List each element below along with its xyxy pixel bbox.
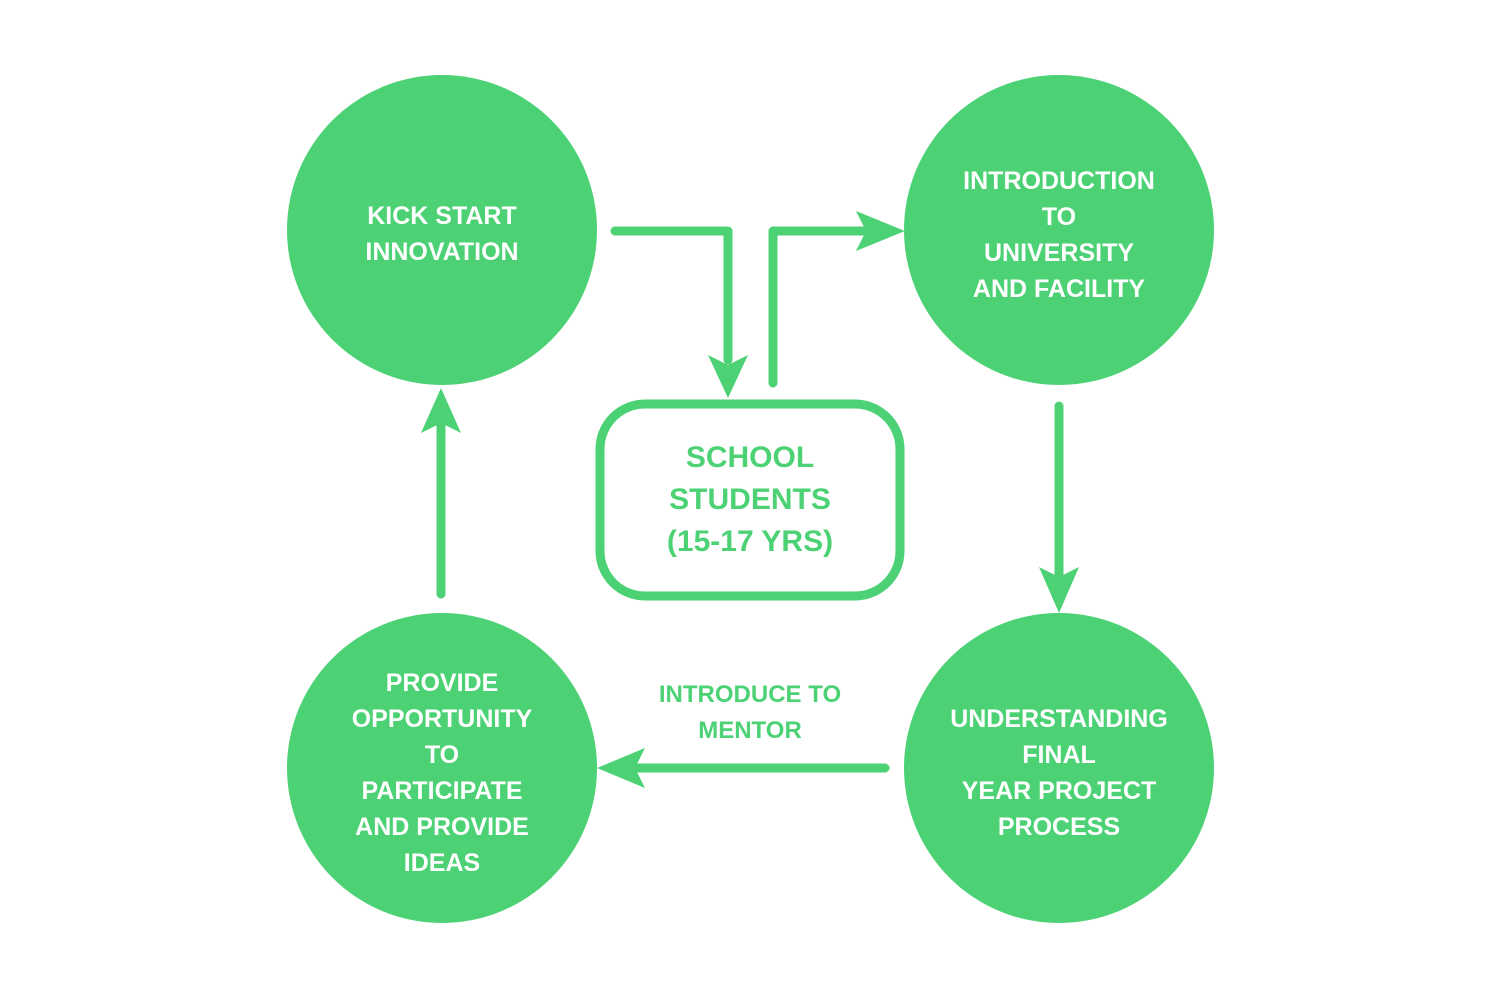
arrowhead-up-icon [421, 388, 461, 433]
node-kick-start-circle [287, 75, 597, 385]
node-kick-start-label: KICK START INNOVATION [365, 198, 518, 270]
label-line: MENTOR [698, 717, 802, 744]
node-understanding-label: UNDERSTANDING FINAL YEAR PROJECT PROCESS [950, 701, 1168, 845]
label-line: UNIVERSITY [983, 239, 1135, 267]
arrowhead-right-icon [856, 211, 905, 251]
arrowhead-left-icon [597, 748, 645, 788]
label-line: OPPORTUNITY [351, 705, 533, 733]
edge-label-mentor: INTRODUCE TO MENTOR [659, 677, 841, 749]
label-line: INTRODUCTION [963, 167, 1155, 195]
node-provide-circle [287, 613, 597, 923]
label-line: SCHOOL [685, 441, 815, 474]
label-line: TO [424, 741, 460, 769]
label-line: PARTICIPATE [361, 777, 523, 805]
label-line: INTRODUCE TO [658, 681, 842, 708]
label-line: AND PROVIDE [355, 813, 529, 841]
label-line: UNDERSTANDING [950, 705, 1168, 733]
label-line: PROCESS [997, 813, 1121, 841]
label-line: TO [1041, 203, 1077, 231]
node-introduction-label: INTRODUCTION TO UNIVERSITY AND FACILITY [963, 163, 1155, 307]
label-line: INNOVATION [365, 238, 519, 266]
node-center-label: SCHOOL STUDENTS (15-17 YRS) [667, 437, 833, 563]
node-understanding-circle [904, 613, 1214, 923]
label-line: YEAR PROJECT [961, 777, 1157, 805]
label-line: KICK START [367, 202, 517, 230]
node-provide-label: PROVIDE OPPORTUNITY TO PARTICIPATE AND P… [352, 665, 533, 881]
node-introduction-circle [904, 75, 1214, 385]
label-line: IDEAS [403, 849, 481, 877]
label-line: FINAL [1022, 741, 1096, 769]
label-line: STUDENTS [669, 483, 831, 516]
arrowhead-down-icon [1039, 567, 1079, 613]
label-line: (15-17 YRS) [666, 525, 834, 558]
edge-center-to-introduction [768, 226, 875, 388]
edge-kick-start-to-center [610, 226, 733, 365]
label-line: AND FACILITY [972, 275, 1146, 303]
label-line: PROVIDE [385, 669, 499, 697]
arrowhead-down-icon [708, 355, 748, 398]
node-center-box [595, 399, 905, 601]
